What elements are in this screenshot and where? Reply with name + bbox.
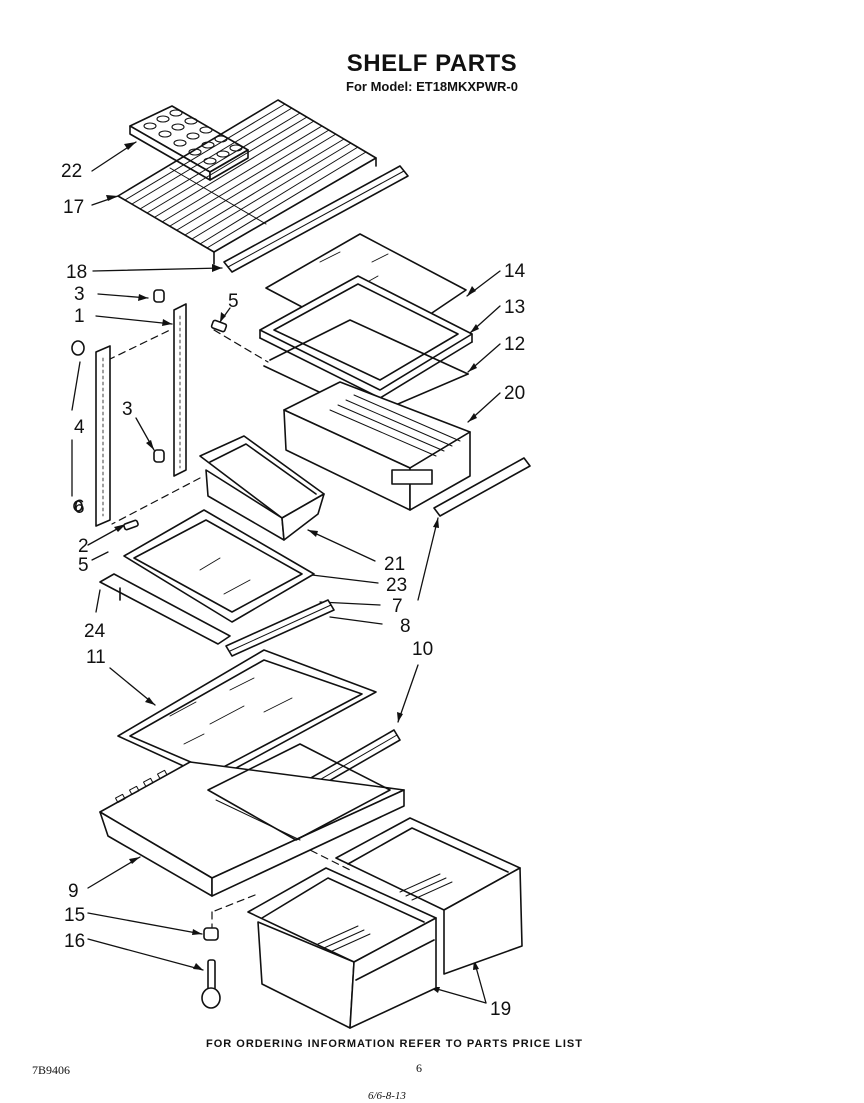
callout-12: 12	[504, 334, 526, 355]
callout-10: 10	[412, 639, 434, 660]
callout-5-top: 5	[228, 291, 239, 312]
callout-9: 9	[68, 881, 79, 902]
callout-23: 23	[386, 575, 408, 596]
arrowheads	[106, 142, 479, 993]
callout-16: 16	[64, 931, 86, 952]
ice-tray	[130, 106, 248, 180]
diagram-code: 7B9406	[32, 1063, 71, 1077]
callout-22: 22	[61, 161, 83, 182]
crisper-glass-cover	[118, 650, 376, 780]
callout-2: 2	[78, 536, 89, 557]
callout-3-top: 3	[74, 284, 85, 305]
drawer-roller	[204, 928, 218, 940]
callout-7: 7	[392, 596, 403, 617]
callout-8: 8	[400, 616, 411, 637]
callout-21: 21	[384, 554, 406, 575]
callout-18: 18	[66, 262, 88, 283]
callout-15: 15	[64, 905, 86, 926]
shelf-front-trim	[226, 600, 334, 656]
callout-19: 19	[490, 999, 512, 1020]
crisper-drawer-rear	[336, 818, 522, 974]
crisper-drawer-front	[248, 868, 436, 1028]
callout-14: 14	[504, 261, 526, 282]
callout-20: 20	[504, 383, 526, 404]
alignment-dashes	[108, 330, 350, 930]
callout-1: 1	[74, 306, 85, 327]
small-fasteners	[72, 290, 227, 530]
page-number: 6	[416, 1061, 422, 1075]
callout-5-bottom: 5	[78, 555, 89, 576]
middle-glass-shelf	[100, 510, 314, 644]
crisper-frame	[100, 744, 404, 896]
callout-4: 4	[74, 417, 85, 438]
deli-drawer	[284, 382, 470, 510]
callout-24: 24	[84, 621, 106, 642]
storage-bin	[200, 436, 324, 540]
freezer-wire-shelf	[118, 100, 376, 264]
back-shelf-rail	[96, 346, 110, 526]
page-title: SHELF PARTS	[346, 50, 518, 77]
model-subtitle: For Model: ET18MKXPWR-0	[346, 79, 518, 94]
freezer-shelf-trim	[224, 166, 408, 272]
callout-3-mid: 3	[122, 399, 133, 420]
left-shelf-rail	[174, 304, 186, 476]
shelf-frame	[260, 276, 472, 398]
callout-13: 13	[504, 297, 526, 318]
drawer-trim-rail	[434, 458, 530, 516]
drawer-guide-rod	[202, 960, 220, 1008]
callout-17: 17	[63, 197, 85, 218]
callout-6: 6	[74, 497, 85, 518]
callout-11: 11	[86, 647, 106, 668]
ordering-note: FOR ORDERING INFORMATION REFER TO PARTS …	[206, 1038, 583, 1050]
date-code: 6/6-8-13	[368, 1090, 406, 1102]
